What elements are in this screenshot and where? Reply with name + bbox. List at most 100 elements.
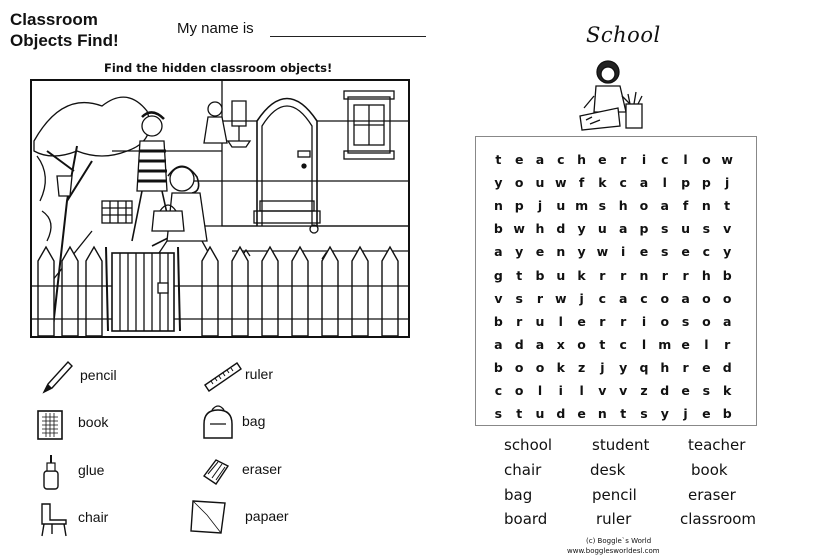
grid-letter[interactable]: v bbox=[494, 290, 503, 306]
grid-letter[interactable]: w bbox=[596, 244, 609, 260]
grid-letter[interactable]: b bbox=[493, 359, 503, 375]
grid-letter[interactable]: o bbox=[702, 290, 711, 306]
grid-letter[interactable]: u bbox=[535, 175, 545, 191]
grid-letter[interactable]: s bbox=[661, 221, 669, 237]
grid-letter[interactable]: c bbox=[557, 152, 565, 168]
grid-letter[interactable]: j bbox=[579, 290, 584, 306]
grid-letter[interactable]: a bbox=[494, 244, 503, 260]
grid-letter[interactable]: c bbox=[619, 336, 627, 352]
grid-letter[interactable]: d bbox=[722, 359, 732, 375]
grid-letter[interactable]: e bbox=[535, 244, 545, 260]
grid-letter[interactable]: f bbox=[578, 175, 585, 191]
grid-letter[interactable]: o bbox=[514, 359, 524, 375]
grid-letter[interactable]: s bbox=[661, 244, 669, 260]
grid-letter[interactable]: l bbox=[558, 313, 563, 329]
grid-letter[interactable]: u bbox=[681, 221, 691, 237]
grid-letter[interactable]: a bbox=[722, 313, 732, 329]
grid-letter[interactable]: t bbox=[620, 406, 627, 422]
grid-letter[interactable]: u bbox=[535, 313, 545, 329]
grid-letter[interactable]: s bbox=[681, 313, 690, 329]
grid-letter[interactable]: e bbox=[514, 152, 524, 168]
grid-letter[interactable]: i bbox=[558, 382, 563, 398]
grid-letter[interactable]: u bbox=[556, 198, 566, 214]
grid-letter[interactable]: c bbox=[702, 244, 711, 260]
grid-letter[interactable]: g bbox=[493, 267, 503, 283]
grid-letter[interactable]: k bbox=[556, 359, 565, 375]
grid-letter[interactable]: j bbox=[537, 198, 543, 214]
grid-letter[interactable]: c bbox=[640, 290, 648, 306]
grid-letter[interactable]: y bbox=[577, 244, 586, 260]
grid-letter[interactable]: e bbox=[577, 313, 586, 329]
grid-letter[interactable]: u bbox=[556, 267, 566, 283]
grid-letter[interactable]: b bbox=[493, 221, 503, 237]
grid-letter[interactable]: s bbox=[494, 406, 503, 422]
grid-letter[interactable]: r bbox=[536, 290, 544, 306]
grid-letter[interactable]: r bbox=[620, 313, 627, 329]
grid-letter[interactable]: v bbox=[723, 221, 732, 237]
grid-letter[interactable]: a bbox=[639, 175, 649, 191]
grid-letter[interactable]: a bbox=[494, 336, 503, 352]
grid-letter[interactable]: e bbox=[577, 406, 586, 422]
grid-letter[interactable]: f bbox=[682, 198, 689, 214]
grid-letter[interactable]: e bbox=[598, 152, 607, 168]
grid-letter[interactable]: n bbox=[556, 244, 566, 260]
grid-letter[interactable]: q bbox=[639, 359, 649, 375]
grid-letter[interactable]: j bbox=[725, 175, 730, 191]
grid-letter[interactable]: w bbox=[721, 152, 733, 168]
grid-letter[interactable]: n bbox=[597, 406, 607, 422]
grid-letter[interactable]: a bbox=[535, 152, 545, 168]
grid-letter[interactable]: u bbox=[597, 221, 607, 237]
grid-letter[interactable]: o bbox=[702, 152, 711, 168]
grid-letter[interactable]: h bbox=[660, 359, 670, 375]
grid-letter[interactable]: e bbox=[702, 406, 711, 422]
grid-letter[interactable]: n bbox=[493, 198, 503, 214]
grid-letter[interactable]: b bbox=[722, 267, 732, 283]
grid-letter[interactable]: l bbox=[641, 336, 647, 352]
grid-letter[interactable]: i bbox=[621, 244, 626, 260]
grid-letter[interactable]: y bbox=[494, 175, 503, 191]
grid-letter[interactable]: n bbox=[639, 267, 649, 283]
grid-letter[interactable]: a bbox=[618, 290, 628, 306]
grid-letter[interactable]: y bbox=[515, 244, 524, 260]
grid-letter[interactable]: o bbox=[577, 336, 586, 352]
grid-letter[interactable]: c bbox=[661, 152, 669, 168]
grid-letter[interactable]: w bbox=[555, 290, 567, 306]
grid-letter[interactable]: v bbox=[598, 382, 607, 398]
grid-letter[interactable]: s bbox=[640, 406, 648, 422]
grid-letter[interactable]: r bbox=[724, 336, 731, 352]
grid-letter[interactable]: y bbox=[619, 359, 628, 375]
grid-letter[interactable]: l bbox=[579, 382, 584, 398]
grid-letter[interactable]: x bbox=[556, 336, 565, 352]
grid-letter[interactable]: r bbox=[620, 152, 627, 168]
grid-letter[interactable]: o bbox=[660, 313, 670, 329]
grid-letter[interactable]: t bbox=[516, 406, 523, 422]
grid-letter[interactable]: a bbox=[535, 336, 545, 352]
grid-letter[interactable]: z bbox=[577, 359, 586, 375]
grid-letter[interactable]: r bbox=[682, 359, 689, 375]
grid-letter[interactable]: i bbox=[641, 313, 647, 329]
grid-letter[interactable]: d bbox=[514, 336, 524, 352]
grid-letter[interactable]: t bbox=[495, 152, 502, 168]
grid-letter[interactable]: d bbox=[556, 406, 566, 422]
grid-letter[interactable]: n bbox=[701, 198, 711, 214]
grid-letter[interactable]: l bbox=[537, 382, 543, 398]
grid-letter[interactable]: o bbox=[660, 290, 670, 306]
grid-letter[interactable]: a bbox=[618, 221, 628, 237]
grid-letter[interactable]: k bbox=[598, 175, 607, 191]
grid-letter[interactable]: u bbox=[535, 406, 545, 422]
grid-letter[interactable]: r bbox=[599, 267, 606, 283]
grid-letter[interactable]: k bbox=[723, 382, 732, 398]
grid-letter[interactable]: o bbox=[702, 313, 711, 329]
grid-letter[interactable]: s bbox=[702, 221, 711, 237]
grid-letter[interactable]: h bbox=[577, 152, 587, 168]
grid-letter[interactable]: r bbox=[599, 313, 606, 329]
grid-letter[interactable]: o bbox=[514, 382, 524, 398]
grid-letter[interactable]: m bbox=[575, 198, 589, 214]
grid-letter[interactable]: i bbox=[641, 152, 647, 168]
grid-letter[interactable]: b bbox=[493, 313, 503, 329]
grid-letter[interactable]: t bbox=[599, 336, 606, 352]
grid-letter[interactable]: o bbox=[514, 175, 524, 191]
grid-letter[interactable]: a bbox=[681, 290, 690, 306]
grid-letter[interactable]: p bbox=[681, 175, 691, 191]
